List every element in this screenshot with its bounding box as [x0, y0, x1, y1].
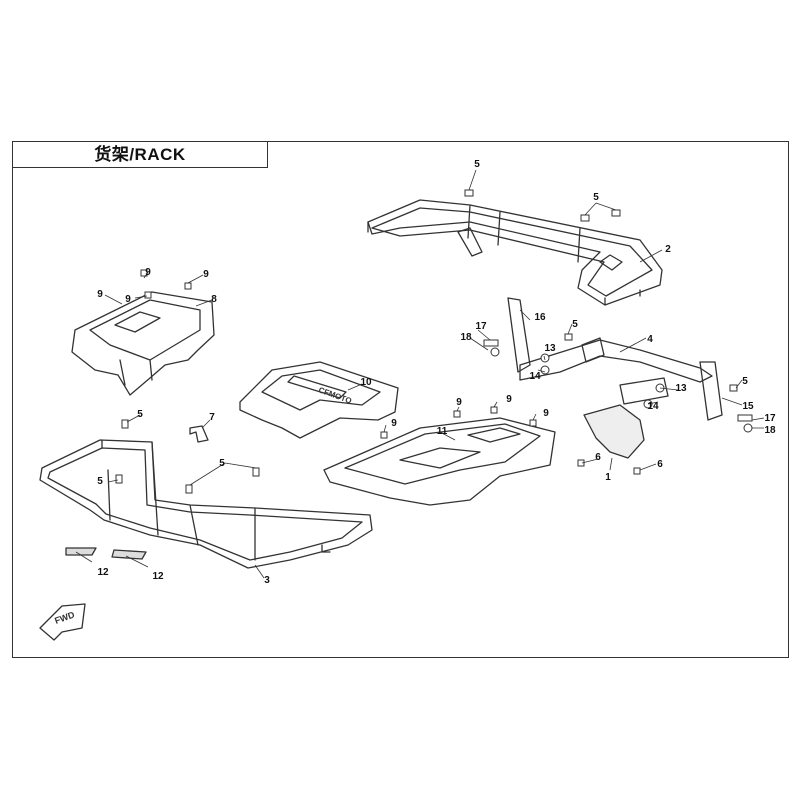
- bolt-icon: [729, 384, 738, 392]
- fwd-arrow: [39, 603, 86, 641]
- bolt-icon: [564, 333, 573, 341]
- callout-11: 11: [437, 426, 448, 437]
- bolt-icon: [380, 431, 388, 439]
- callout-9: 9: [97, 289, 103, 300]
- spacer-icon: [540, 365, 550, 375]
- callout-9: 9: [391, 418, 397, 429]
- diagram-frame: [12, 141, 789, 658]
- bolt-icon: [483, 339, 499, 347]
- front-rack-frame: [39, 439, 373, 569]
- callout-9: 9: [456, 397, 462, 408]
- hitch-cover: [583, 404, 645, 459]
- washer-icon: [743, 423, 753, 433]
- callout-5: 5: [137, 409, 143, 420]
- bolt-icon: [737, 414, 753, 422]
- callout-14: 14: [529, 371, 541, 382]
- bolt-icon: [252, 467, 260, 477]
- callout-16: 16: [534, 312, 546, 323]
- callout-17: 17: [764, 413, 776, 424]
- callout-5: 5: [742, 376, 748, 387]
- bolt-icon: [611, 209, 621, 217]
- bolt-icon: [529, 419, 537, 427]
- bolt-icon: [580, 214, 590, 222]
- washer-icon: [490, 347, 500, 357]
- front-cover: [239, 361, 399, 439]
- callout-2: 2: [665, 244, 671, 255]
- nut-icon: [577, 459, 585, 467]
- callout-8: 8: [211, 294, 217, 305]
- callout-6: 6: [657, 459, 663, 470]
- rear-rack-frame: [367, 199, 663, 306]
- callout-12: 12: [97, 567, 109, 578]
- callout-13: 13: [675, 383, 687, 394]
- callout-13: 13: [544, 343, 556, 354]
- callout-6: 6: [595, 452, 601, 463]
- tow-bracket-assembly: [507, 297, 723, 421]
- callout-7: 7: [209, 412, 215, 423]
- bolt-icon: [464, 189, 474, 197]
- callout-9: 9: [125, 294, 131, 305]
- callout-9: 9: [203, 269, 209, 280]
- callout-5: 5: [97, 476, 103, 487]
- callout-5: 5: [593, 192, 599, 203]
- callout-5: 5: [474, 159, 480, 170]
- spacer-icon: [540, 353, 550, 363]
- callout-12: 12: [152, 571, 164, 582]
- bolt-icon: [453, 410, 461, 418]
- bolt-icon: [115, 474, 123, 484]
- callout-1: 1: [605, 472, 611, 483]
- bolt-icon: [144, 291, 152, 299]
- callout-3: 3: [264, 575, 270, 586]
- callout-9: 9: [506, 394, 512, 405]
- bolt-icon: [185, 484, 193, 494]
- bolt-icon: [490, 406, 498, 414]
- bolt-icon: [184, 282, 192, 290]
- nut-icon: [633, 467, 641, 475]
- callout-10: 10: [360, 377, 372, 388]
- callout-5: 5: [572, 319, 578, 330]
- callout-9: 9: [543, 408, 549, 419]
- bolt-icon: [121, 419, 129, 429]
- decal-left: [65, 547, 97, 556]
- callout-18: 18: [764, 425, 776, 436]
- rear-plate: [323, 417, 556, 506]
- callout-14: 14: [647, 401, 659, 412]
- decal-right: [111, 549, 147, 560]
- callout-17: 17: [475, 321, 487, 332]
- callout-5: 5: [219, 458, 225, 469]
- title-box: 货架/RACK: [12, 141, 268, 168]
- clip-bracket: [189, 425, 209, 443]
- callout-9: 9: [145, 267, 151, 278]
- callout-15: 15: [742, 401, 754, 412]
- page-title: 货架/RACK: [94, 145, 186, 164]
- callout-4: 4: [647, 334, 653, 345]
- callout-18: 18: [460, 332, 472, 343]
- rear-tray: [71, 291, 215, 396]
